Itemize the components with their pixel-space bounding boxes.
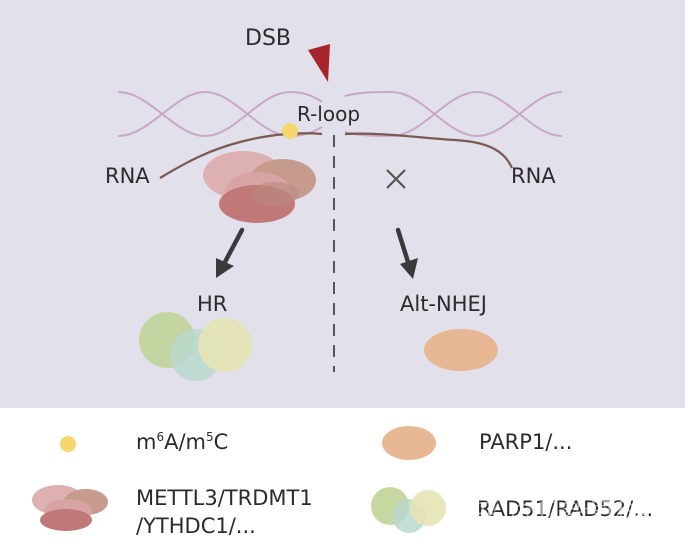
rna-strand-right: [344, 132, 514, 169]
mechanism-panel: [0, 0, 685, 408]
dna-helix-right: [344, 90, 563, 138]
hr-label: HR: [197, 292, 228, 316]
rna-strand-left: [159, 132, 323, 179]
legend-parp1-icon: [382, 426, 436, 460]
cross-icon: [386, 169, 406, 189]
rna-right-label: RNA: [511, 164, 556, 188]
altnhej-label: Alt-NHEJ: [400, 292, 487, 316]
arrow-down-left-icon: [216, 227, 245, 278]
dsb-triangle-icon: [308, 44, 330, 82]
legend-parp1-label: PARP1/...: [479, 430, 573, 454]
legend-writer-complex-icon: [32, 485, 108, 531]
dsb-label: DSB: [245, 26, 291, 51]
legend-dot-icon: [60, 436, 76, 452]
arrow-down-right-icon: [395, 227, 418, 279]
legend-modification-label: m6A/m5C: [136, 430, 229, 454]
legend-rad-label: RAD51/RAD52/...: [477, 497, 654, 521]
modification-dot: [282, 123, 298, 139]
rloop-label: R-loop: [297, 102, 361, 126]
parp1-blob: [424, 329, 498, 371]
rna-left-label: RNA: [105, 164, 150, 188]
watermark: 知乎 @贝毅恩科技: [450, 499, 667, 529]
rad-complex: [139, 312, 252, 381]
writer-complex: [203, 151, 316, 223]
legend-writer-label: METTL3/TRDMT1 /YTHDC1/...: [136, 486, 313, 538]
legend-rad-complex-icon: [371, 487, 446, 533]
